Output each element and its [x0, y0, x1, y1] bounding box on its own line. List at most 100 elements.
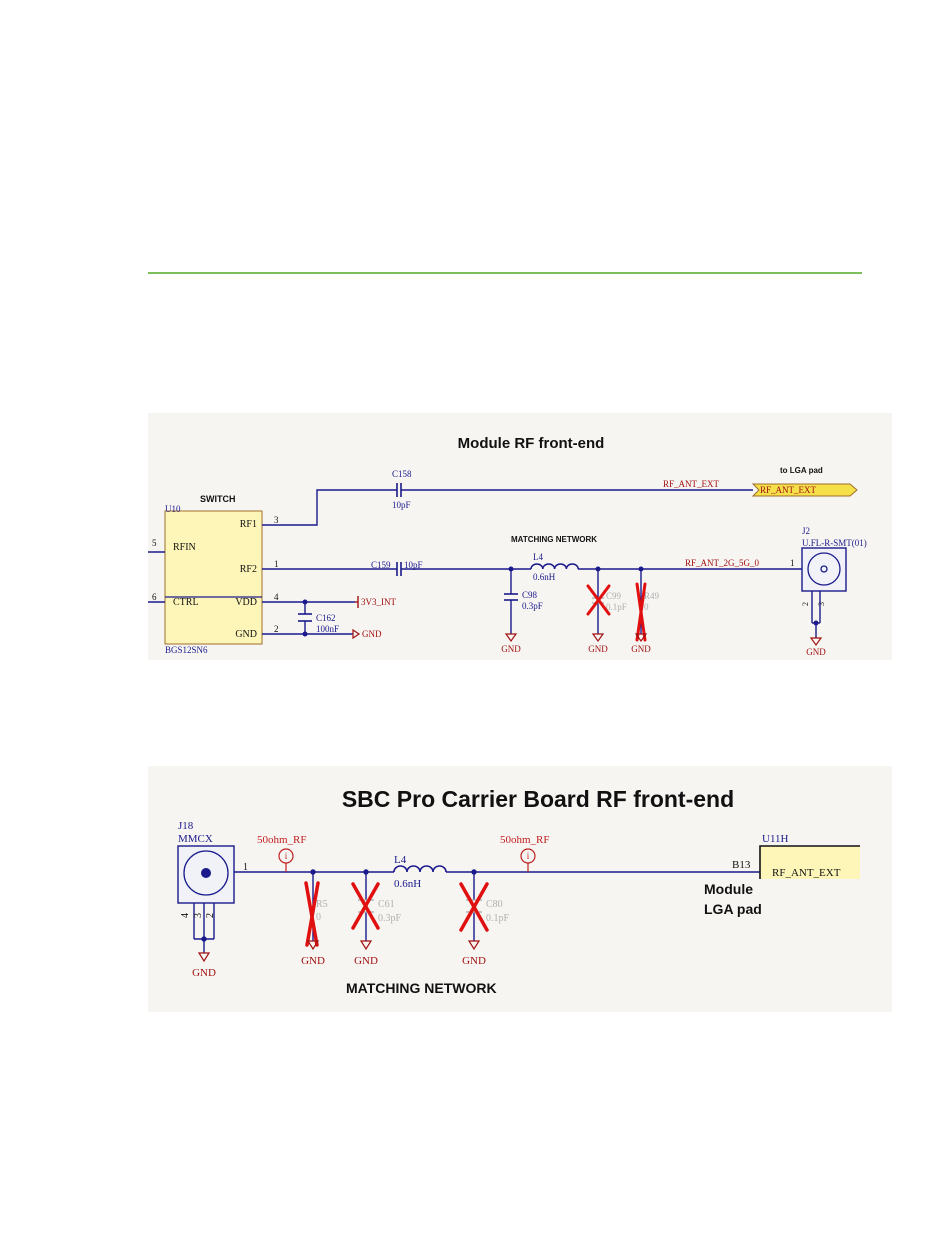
module-rf-front-end-diagram: Module RF front-end SWITCH U10 BGS12SN6 …	[148, 413, 892, 660]
r49-value: 0	[644, 602, 649, 612]
gnd-icon-c61	[359, 940, 373, 951]
module-lga-label-line2: LGA pad	[704, 901, 762, 917]
u10-pin-rfin: RFIN	[173, 542, 196, 553]
c98-capacitor-symbol	[504, 593, 518, 601]
gnd-label-j2: GND	[806, 647, 826, 657]
c98-value: 0.3pF	[522, 601, 543, 611]
gnd-icon-j18	[197, 952, 211, 963]
u10-pin-vdd: VDD	[235, 597, 257, 608]
u11h-net-rf-ant-ext: RF_ANT_EXT	[772, 867, 841, 879]
c61-ref: C61	[378, 899, 395, 910]
c80-ref: C80	[486, 899, 503, 910]
j2-center-pin-icon	[820, 565, 828, 573]
c80-dnp-cross-icon	[459, 882, 489, 932]
ohm-label-right: 50ohm_RF	[500, 834, 550, 846]
j2-pin2: 2	[801, 602, 810, 606]
pin-number-1: 1	[274, 559, 279, 569]
l4-ref: L4	[533, 552, 543, 562]
gnd-arrow-icon	[352, 628, 361, 640]
r49-ref: R49	[644, 591, 660, 601]
j2-pin3: 3	[817, 602, 826, 606]
j2-pin1: 1	[790, 558, 795, 568]
gnd-label-u10: GND	[362, 629, 382, 639]
l4-value: 0.6nH	[533, 572, 556, 582]
u11h-pin-b13: B13	[732, 859, 751, 871]
junction-dots	[302, 566, 819, 637]
j18-pin1: 1	[243, 862, 248, 873]
u10-pin-ctrl: CTRL	[173, 597, 199, 608]
c99-dnp-cross-icon	[586, 584, 611, 616]
u10-pin-rf1: RF1	[240, 519, 257, 530]
gnd-icon-c98	[504, 633, 518, 643]
ohm-label-left: 50ohm_RF	[257, 834, 307, 846]
module-lga-label-line1: Module	[704, 881, 753, 897]
matching-network-label: MATCHING NETWORK	[346, 980, 497, 996]
u11h-ref: U11H	[762, 833, 789, 845]
c61-value: 0.3pF	[378, 913, 402, 924]
gnd-label-c61: GND	[354, 955, 378, 967]
j2-ref: J2	[802, 526, 810, 536]
carrier-schematic: SBC Pro Carrier Board RF front-end J18 M…	[177, 786, 860, 996]
port-label-rf-ant-ext: RF_ANT_EXT	[760, 485, 817, 495]
c98-ref: C98	[522, 590, 538, 600]
u10-pin-rf2: RF2	[240, 564, 257, 575]
gnd-icon-r5	[306, 940, 320, 951]
j2-ufl-connector	[801, 547, 847, 592]
l4-value: 0.6nH	[394, 878, 421, 890]
svg-text:i: i	[527, 851, 530, 861]
j18-ref: J18	[178, 820, 194, 832]
gnd-label-c80: GND	[462, 955, 486, 967]
u10-part: BGS12SN6	[165, 645, 208, 655]
l4-inductor-symbol	[530, 563, 579, 570]
r5-ref: R5	[316, 899, 328, 910]
diagram-title: Module RF front-end	[458, 435, 605, 452]
gnd-icon-j2	[809, 637, 823, 647]
pin-number-4: 4	[274, 592, 279, 602]
c159-value: 10pF	[404, 560, 423, 570]
r49-dnp-cross-icon	[635, 582, 647, 642]
net-label-rf-ant-2g-5g: RF_ANT_2G_5G_0	[685, 558, 760, 568]
u10-pin-gnd: GND	[235, 629, 257, 640]
gnd-label-j18: GND	[192, 967, 216, 979]
c80-value: 0.1pF	[486, 913, 510, 924]
wires	[148, 489, 821, 638]
rf-ant-ext-port	[751, 483, 858, 497]
j18-pin2: 2	[205, 913, 216, 918]
j2-part: U.FL-R-SMT(01)	[802, 538, 867, 548]
gnd-label-c98: GND	[501, 644, 521, 654]
matching-network-label: MATCHING NETWORK	[511, 535, 597, 544]
switch-label: SWITCH	[200, 494, 236, 504]
module-schematic: Module RF front-end SWITCH U10 BGS12SN6 …	[148, 435, 867, 657]
pin-number-6: 6	[152, 592, 157, 602]
gnd-icon-r49	[634, 633, 648, 643]
c162-ref: C162	[316, 613, 336, 623]
c61-dnp-cross-icon	[351, 882, 380, 930]
gnd-icon-c99	[591, 633, 605, 643]
j2-outer-ring-icon	[807, 552, 841, 586]
c99-value: 0.1pF	[606, 602, 627, 612]
gnd-label-r49: GND	[631, 644, 651, 654]
carrier-rf-front-end-diagram: SBC Pro Carrier Board RF front-end J18 M…	[148, 766, 892, 1012]
r5-value: 0	[316, 912, 321, 923]
c159-capacitor-symbol	[396, 562, 402, 576]
u11h-module-block	[760, 846, 860, 879]
u10-ref: U10	[165, 504, 181, 514]
pin-number-5: 5	[152, 538, 157, 548]
j18-pin3: 3	[193, 913, 204, 918]
gnd-label-r5: GND	[301, 955, 325, 967]
j18-center-pin-icon	[201, 868, 211, 878]
c159-ref: C159	[371, 560, 391, 570]
c162-value: 100nF	[316, 624, 339, 634]
j18-pin4: 4	[180, 913, 191, 918]
to-lga-pad-label: to LGA pad	[780, 466, 823, 475]
section-divider-line	[148, 272, 862, 274]
power-3v3-label: 3V3_INT	[361, 597, 396, 607]
junction-dots	[201, 869, 477, 942]
gnd-icon-c80	[467, 940, 481, 951]
c162-capacitor-symbol	[298, 613, 312, 622]
gnd-label-c99: GND	[588, 644, 608, 654]
diagram-title: SBC Pro Carrier Board RF front-end	[342, 786, 734, 812]
j18-part: MMCX	[178, 833, 213, 845]
l4-ref: L4	[394, 854, 407, 866]
c158-value: 10pF	[392, 500, 411, 510]
